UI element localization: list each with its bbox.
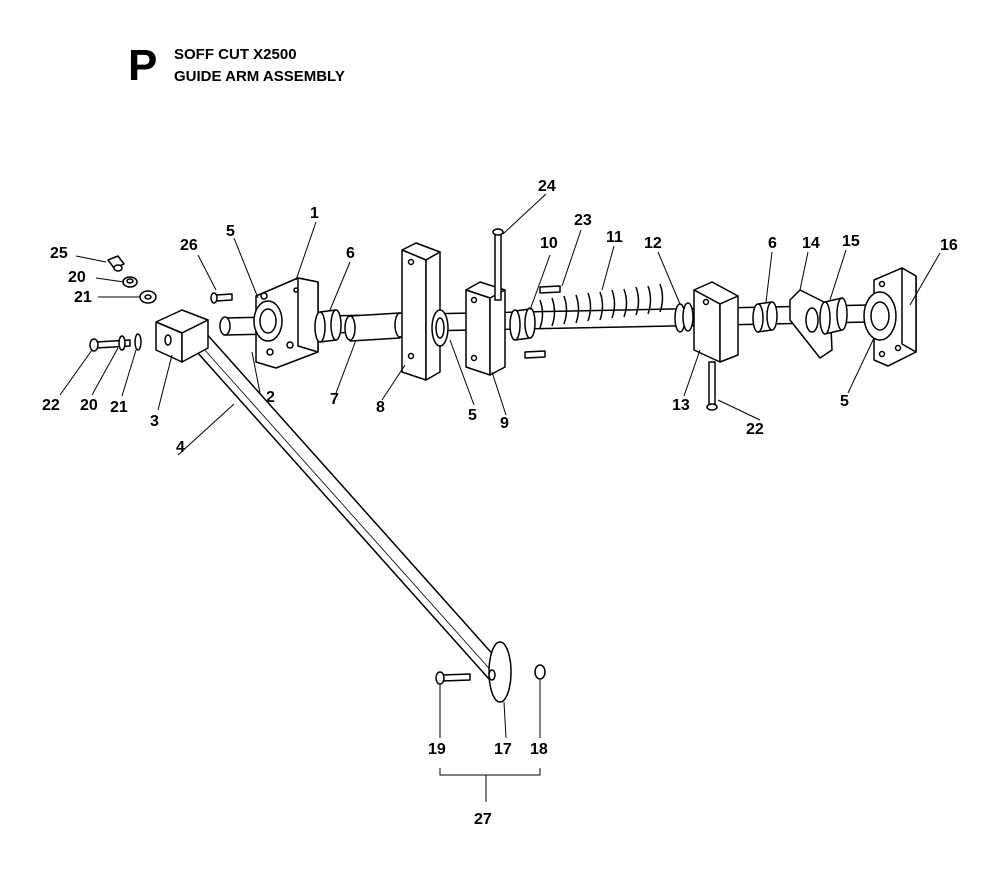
compression-spring [539, 283, 664, 329]
arm-clamp-block [155, 309, 209, 363]
callout-5-right: 5 [840, 393, 849, 410]
callout-8: 8 [376, 399, 385, 416]
callout-13: 13 [672, 397, 690, 414]
spacer-tube [344, 312, 406, 342]
callout-7: 7 [330, 391, 339, 408]
sliding-block [465, 281, 506, 376]
callout-6-right: 6 [768, 235, 777, 252]
callout-20-top: 20 [68, 269, 86, 286]
callout-23: 23 [574, 212, 592, 229]
callout-18: 18 [530, 741, 548, 758]
callout-10: 10 [540, 235, 558, 252]
callout-11: 11 [606, 229, 623, 246]
washer-12 [674, 302, 694, 333]
section-letter: P [128, 41, 158, 90]
callout-22-right: 22 [746, 421, 764, 438]
callout-21-left: 21 [110, 399, 128, 416]
hub-15 [819, 297, 848, 335]
shaft-collar-right [752, 301, 778, 333]
set-screws [524, 285, 561, 359]
callout-1: 1 [310, 205, 319, 222]
nut-20-left [118, 335, 126, 351]
callout-5: 5 [226, 223, 235, 240]
vertical-bolt [492, 228, 504, 301]
callout-14: 14 [802, 235, 820, 252]
callout-17: 17 [494, 741, 512, 758]
callout-6: 6 [346, 245, 355, 262]
bolt-22-right [706, 361, 718, 411]
callout-26: 26 [180, 237, 198, 254]
callout-9: 9 [500, 415, 509, 432]
bearing-center [431, 309, 449, 347]
foot-plate [488, 641, 512, 703]
model-title: SOFF CUT X2500 [174, 46, 297, 63]
bolt-19 [435, 671, 471, 685]
assembly-title: GUIDE ARM ASSEMBLY [174, 68, 345, 85]
callout-labels: 1 5 26 6 2 7 8 5 9 24 10 23 11 12 13 22 … [42, 178, 958, 828]
spring-collar [509, 307, 536, 341]
callout-2: 2 [266, 389, 275, 406]
callout-4: 4 [176, 439, 185, 456]
callout-22-left: 22 [42, 397, 60, 414]
washer-21-left [134, 333, 142, 351]
callout-25: 25 [50, 245, 68, 262]
washer-21-top [139, 290, 157, 304]
callout-20-left: 20 [80, 397, 98, 414]
callout-3: 3 [150, 413, 159, 430]
right-bearing-block [863, 267, 917, 367]
callout-24: 24 [538, 178, 556, 195]
nut-18 [534, 664, 546, 680]
nut-20-top [122, 276, 138, 288]
clamp-block-13 [693, 281, 739, 363]
callout-16: 16 [940, 237, 958, 254]
callout-21-top: 21 [74, 289, 92, 306]
callout-5-center: 5 [468, 407, 477, 424]
bolt-25 [107, 255, 125, 272]
callout-15: 15 [842, 233, 860, 250]
leader-lines [59, 193, 941, 802]
callout-19: 19 [428, 741, 446, 758]
shaft-collar-left [314, 309, 342, 343]
callout-27: 27 [474, 811, 492, 828]
callout-12: 12 [644, 235, 662, 252]
left-bearing-block [253, 277, 319, 369]
bolt-26 [210, 292, 233, 304]
mounting-plate [401, 242, 441, 381]
